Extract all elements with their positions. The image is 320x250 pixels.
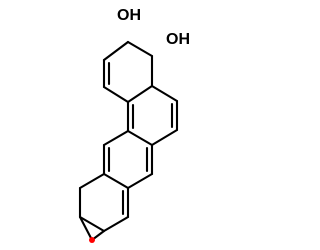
hydroxyl-upper-label: OH [117, 7, 141, 24]
bond [102, 85, 130, 104]
bond [126, 129, 154, 147]
bond [78, 172, 106, 190]
bond [102, 172, 130, 190]
bond [126, 84, 154, 104]
bond [126, 40, 154, 58]
atom-labels: OH OH [116, 6, 193, 50]
bond [102, 215, 130, 233]
hydroxyl-lower-background [165, 30, 193, 50]
bond [102, 40, 130, 62]
bond-lines [78, 40, 179, 242]
bond [150, 84, 179, 103]
bond [78, 215, 106, 233]
epoxide-oxygen-marker [89, 237, 95, 243]
hydroxyl-lower-label: OH [166, 31, 190, 48]
bond [150, 128, 179, 147]
bond [78, 215, 94, 242]
bond [126, 172, 154, 190]
chemical-structure-diagram: OH OH [78, 6, 193, 243]
hydroxyl-upper-background [116, 6, 144, 26]
oxygen-atoms [89, 237, 95, 243]
bond [102, 129, 130, 147]
